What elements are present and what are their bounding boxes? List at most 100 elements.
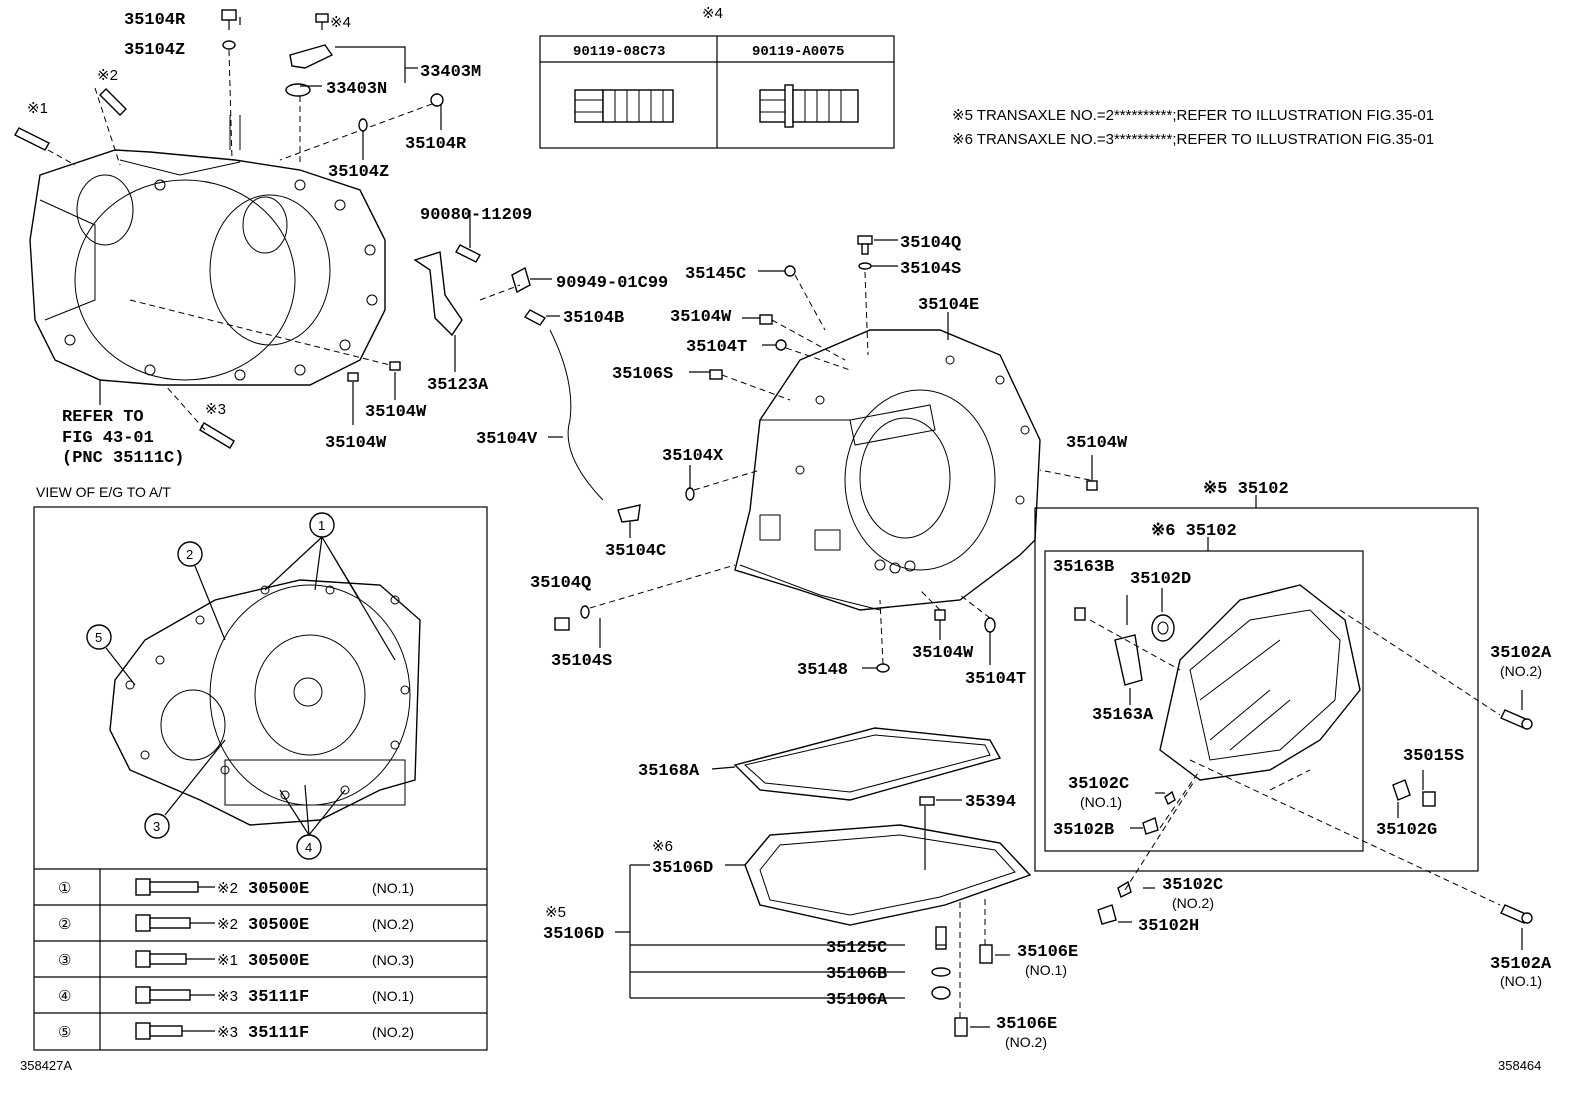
label-90080-11209: 90080-11209 [420, 206, 532, 225]
label-35104C: 35104C [605, 542, 666, 561]
callout-1-text: 1 [318, 518, 325, 533]
legend-row-no: (NO.1) [372, 988, 414, 1004]
legend-row-no: (NO.1) [372, 880, 414, 896]
label-35104W-mid: 35104W [670, 308, 732, 327]
legend-row-part: 30500E [248, 916, 309, 935]
legend-row-mark: ※3 [217, 988, 238, 1005]
label-90949-01C99: 90949-01C99 [556, 274, 668, 293]
bottom-left-code: 358427A [20, 1058, 72, 1073]
legend-row-num: ④ [58, 988, 71, 1005]
no1-b: (NO.1) [1080, 794, 1122, 810]
legend-row-4: ④ ※3 35111F (NO.1) [58, 988, 414, 1007]
legend-row-1: ① ※2 30500E (NO.1) [58, 880, 414, 899]
label-35104W-right: 35104W [1066, 434, 1128, 453]
callout-2-text: 2 [186, 547, 193, 562]
label-35104V: 35104V [476, 430, 538, 449]
label-35015S: 35015S [1403, 747, 1464, 766]
legend-row-no: (NO.3) [372, 952, 414, 968]
transaxle-case-drawing [734, 329, 1041, 611]
bolt-table-text: ※4 90119-08C73 90119-A0075 [573, 5, 844, 60]
label-35104W-b: 35104W [325, 434, 387, 453]
label-35102G: 35102G [1376, 821, 1437, 840]
label-35104W-low: 35104W [912, 644, 974, 663]
legend-row-3: ③ ※1 30500E (NO.3) [58, 952, 414, 971]
legend-row-mark: ※2 [217, 880, 238, 897]
legend-row-num: ① [58, 880, 71, 897]
legend-row-part: 30500E [248, 952, 309, 971]
label-35106E-b: 35106E [996, 1015, 1057, 1034]
label-35148: 35148 [797, 661, 848, 680]
callout-5 [86, 624, 112, 650]
label-35102A-a: 35102A [1490, 644, 1552, 663]
callout-5-text: 5 [95, 630, 102, 645]
no1-c: (NO.1) [1500, 973, 1542, 989]
label-33403M: 33403M [420, 63, 481, 82]
legend-rows: ① ※2 30500E (NO.1) ② ※2 30500E (NO.2) ③ … [58, 880, 414, 1043]
label-35104T-low: 35104T [965, 670, 1026, 689]
legend-bolt-icons [135, 878, 215, 1040]
label-35106D-a: 35106D [652, 859, 713, 878]
label-35394: 35394 [965, 793, 1016, 812]
label-35163B: 35163B [1053, 558, 1114, 577]
mark-3: ※3 [205, 401, 226, 418]
callout-2 [177, 541, 203, 567]
no2-c: (NO.2) [1172, 895, 1214, 911]
refer-line-1: REFER TO [62, 408, 144, 427]
bolt-table-mark: ※4 [702, 5, 723, 22]
bracket-and-sensor [413, 210, 641, 538]
label-35163A: 35163A [1092, 706, 1154, 725]
mark-4-small: ※4 [330, 14, 351, 31]
label-35106A: 35106A [826, 991, 888, 1010]
label-35106B: 35106B [826, 965, 887, 984]
label-33403N: 33403N [326, 80, 387, 99]
label-35102A-b: 35102A [1490, 955, 1552, 974]
note-6: ※6 TRANSAXLE NO.=3**********;REFER TO IL… [952, 131, 1434, 148]
no2-a: (NO.2) [1005, 1034, 1047, 1050]
legend-row-part: 35111F [248, 1024, 309, 1043]
legend-row-part: 30500E [248, 880, 309, 899]
case-small-parts [554, 235, 1098, 673]
part-labels: 35104R 35104Z ※4 ※2 ※1 33403M 33403N 351… [20, 11, 1552, 1073]
label-35104T-mid: 35104T [686, 338, 747, 357]
view-title: VIEW OF E/G TO A/T [36, 484, 171, 500]
oil-pan-drawing [615, 727, 1032, 1037]
label-35104Z-mid: 35104Z [328, 163, 389, 182]
label-35104S-top: 35104S [900, 260, 961, 279]
label-35104X: 35104X [662, 447, 724, 466]
bolt-table-4 [539, 35, 895, 149]
label-35104Q-top: 35104Q [900, 234, 961, 253]
label-35102H: 35102H [1138, 917, 1199, 936]
label-35102C-b: 35102C [1162, 876, 1223, 895]
label-35106E-a: 35106E [1017, 943, 1078, 962]
legend-row-part: 35111F [248, 988, 309, 1007]
callout-3 [144, 813, 170, 839]
label-35123A: 35123A [427, 376, 489, 395]
extension-housing-box [1034, 495, 1533, 950]
transaxle-notes: ※5 TRANSAXLE NO.=2**********;REFER TO IL… [952, 107, 1434, 148]
label-35104E: 35104E [918, 296, 979, 315]
mark-1: ※1 [27, 100, 48, 117]
label-35168A: 35168A [638, 762, 700, 781]
label-35125C: 35125C [826, 939, 887, 958]
note-5: ※5 TRANSAXLE NO.=2**********;REFER TO IL… [952, 107, 1434, 124]
view-box [33, 506, 488, 1051]
legend-row-5: ⑤ ※3 35111F (NO.2) [58, 1024, 414, 1043]
label-35104W-a: 35104W [365, 403, 427, 422]
mark-6-pan: ※6 [652, 838, 673, 855]
no1-a: (NO.1) [1025, 962, 1067, 978]
legend-row-num: ③ [58, 952, 71, 969]
label-35104R-right: 35104R [405, 135, 467, 154]
legend-row-mark: ※3 [217, 1024, 238, 1041]
legend-row-2: ② ※2 30500E (NO.2) [58, 916, 414, 935]
callout-3-text: 3 [153, 819, 160, 834]
legend-row-mark: ※1 [217, 952, 238, 969]
label-35104Z-top: 35104Z [124, 41, 185, 60]
label-35102C-a: 35102C [1068, 775, 1129, 794]
label-35145C: 35145C [685, 265, 746, 284]
bolt-table-col-2: 90119-A0075 [752, 44, 844, 60]
legend-row-num: ② [58, 916, 71, 933]
mark-2: ※2 [97, 67, 118, 84]
label-35104S-low: 35104S [551, 652, 612, 671]
legend-row-no: (NO.2) [372, 1024, 414, 1040]
